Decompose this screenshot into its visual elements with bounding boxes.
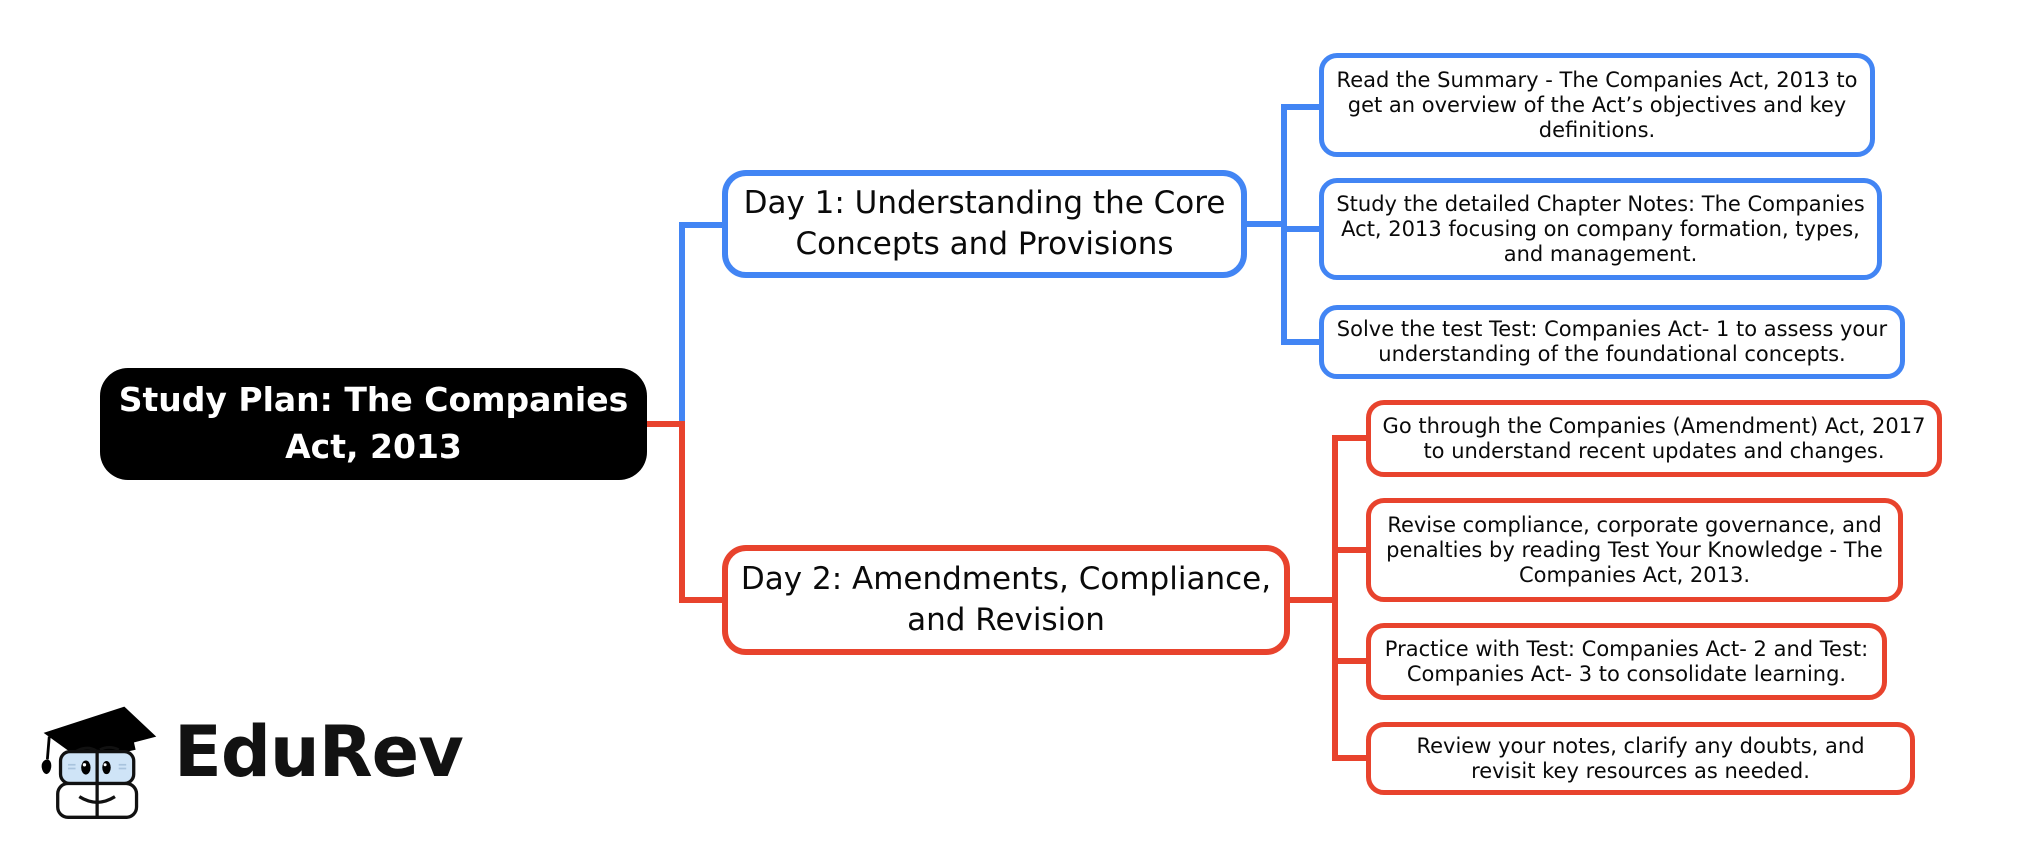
branch-node-day2[interactable]: Day 2: Amendments, Compliance, and Revis… [722, 545, 1290, 655]
leaf-day2-1-label: Go through the Companies (Amendment) Act… [1382, 413, 1926, 463]
connector-root-stub [644, 421, 684, 427]
edurev-logo: EduRev [38, 694, 464, 828]
leaf-day2-4-label: Review your notes, clarify any doubts, a… [1416, 733, 1865, 783]
connector-day1-leaf2 [1281, 226, 1323, 232]
edurev-logo-text: EduRev [174, 711, 464, 793]
connector-day1-vertical [1281, 104, 1287, 345]
leaf-node-day2-1[interactable]: Go through the Companies (Amendment) Act… [1366, 400, 1942, 477]
connector-day2-leaf1 [1332, 435, 1370, 441]
leaf-node-day1-2[interactable]: Study the detailed Chapter Notes: The Co… [1319, 178, 1882, 280]
connector-day2-vertical [1332, 435, 1338, 761]
leaf-node-day1-3[interactable]: Solve the test Test: Companies Act- 1 to… [1319, 305, 1905, 379]
root-node-label: Study Plan: The Companies Act, 2013 [118, 380, 629, 466]
branch-day2-label: Day 2: Amendments, Compliance, and Revis… [740, 561, 1272, 638]
branch-day1-label: Day 1: Understanding the Core Concepts a… [743, 185, 1226, 262]
connector-day2-leaf2 [1332, 547, 1370, 553]
leaf-node-day1-1[interactable]: Read the Summary - The Companies Act, 20… [1319, 53, 1875, 157]
connector-day1-out [1243, 221, 1287, 227]
leaf-day1-2-label: Study the detailed Chapter Notes: The Co… [1336, 191, 1865, 266]
branch-node-day1[interactable]: Day 1: Understanding the Core Concepts a… [722, 170, 1247, 278]
connector-day2-leaf3 [1332, 658, 1370, 664]
connector-left-vertical-blue [679, 222, 685, 427]
leaf-day1-3-label: Solve the test Test: Companies Act- 1 to… [1336, 317, 1888, 366]
connector-day1-in [679, 222, 726, 228]
connector-day1-leaf1 [1281, 104, 1323, 110]
connector-day1-leaf3 [1281, 339, 1323, 345]
leaf-node-day2-4[interactable]: Review your notes, clarify any doubts, a… [1366, 722, 1915, 795]
connector-day2-in [679, 597, 726, 603]
leaf-day2-3-label: Practice with Test: Companies Act- 2 and… [1384, 636, 1869, 686]
leaf-node-day2-2[interactable]: Revise compliance, corporate governance,… [1366, 498, 1903, 602]
root-node[interactable]: Study Plan: The Companies Act, 2013 [100, 368, 647, 480]
connector-day2-out [1286, 597, 1338, 603]
leaf-day2-2-label: Revise compliance, corporate governance,… [1386, 512, 1883, 587]
leaf-day1-1-label: Read the Summary - The Companies Act, 20… [1336, 67, 1858, 142]
leaf-node-day2-3[interactable]: Practice with Test: Companies Act- 2 and… [1366, 623, 1887, 700]
connector-left-vertical-red [679, 421, 685, 603]
edurev-mascot-icon [41, 706, 157, 819]
connector-day2-leaf4 [1332, 755, 1370, 761]
